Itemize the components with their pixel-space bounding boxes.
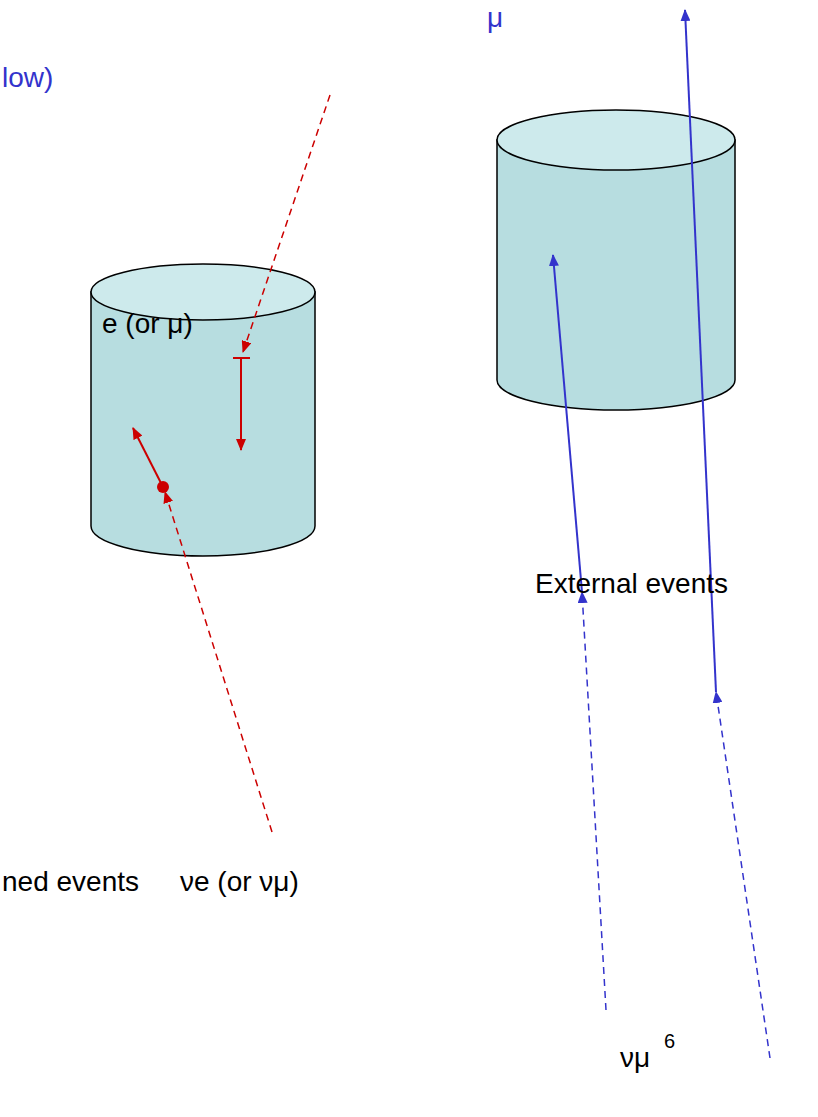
caption-label: μ <box>487 2 503 34</box>
caption-label: νμ <box>620 1042 650 1074</box>
cylinder-outline <box>90 262 316 557</box>
page-number: 6 <box>664 1030 675 1053</box>
caption-label: low) <box>2 62 53 94</box>
detector-cylinder <box>497 110 735 410</box>
detector-cylinder: e (or μ) <box>90 262 316 557</box>
caption-label: ned events <box>2 866 139 898</box>
caption-label: νe (or νμ) <box>180 866 299 898</box>
muon-tracks <box>553 10 770 1058</box>
caption-label: External events <box>535 568 728 600</box>
particle-label: e (or μ) <box>102 308 193 340</box>
